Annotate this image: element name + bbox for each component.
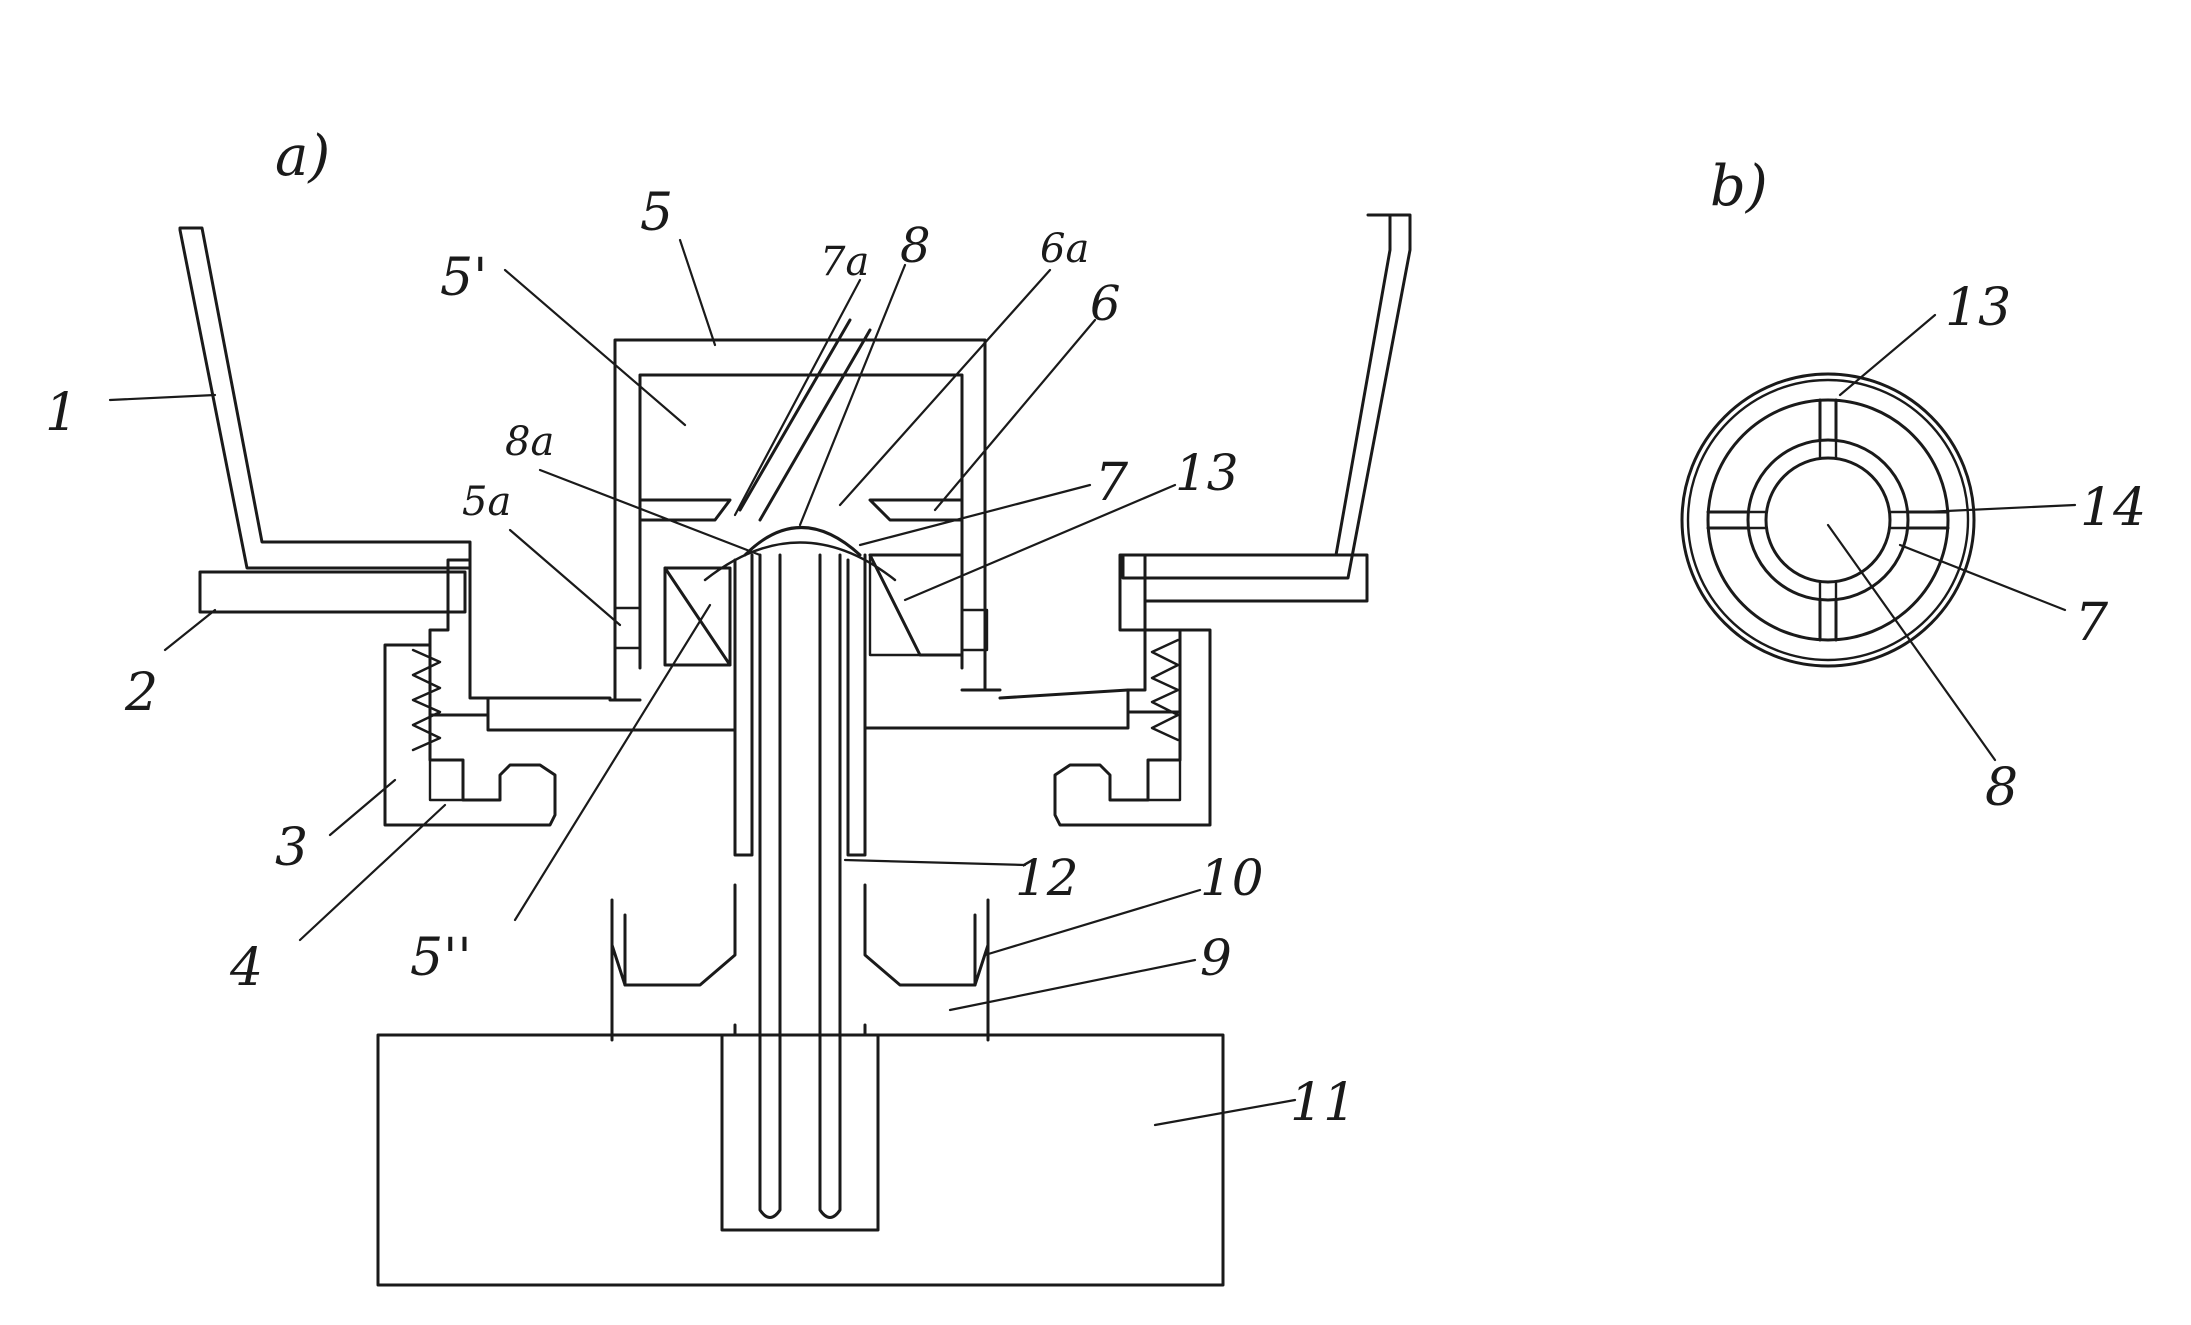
label-7: 7 <box>1095 453 1129 513</box>
label-b-13: 13 <box>1945 278 2011 338</box>
label-5: 5 <box>640 183 673 243</box>
label-9: 9 <box>1200 929 1232 987</box>
label-2: 2 <box>124 663 158 723</box>
label-5a: 5a <box>462 479 511 525</box>
label-b-8: 8 <box>1985 758 2018 818</box>
label-6: 6 <box>1090 276 1121 332</box>
label-4: 4 <box>229 938 263 998</box>
label-5pp: 5'' <box>410 928 472 988</box>
label-b-14: 14 <box>2080 478 2146 538</box>
label-6a: 6a <box>1040 226 1089 272</box>
label-7a: 7a <box>820 239 869 285</box>
label-11: 11 <box>1290 1073 1356 1133</box>
label-13: 13 <box>1175 444 1239 502</box>
label-5p: 5' <box>440 248 487 308</box>
label-10: 10 <box>1200 849 1264 907</box>
label-3: 3 <box>275 818 308 878</box>
label-12: 12 <box>1015 849 1079 907</box>
label-8a: 8a <box>505 419 554 465</box>
label-b-7: 7 <box>2075 593 2109 653</box>
label-1: 1 <box>45 383 78 443</box>
label-8: 8 <box>900 218 931 274</box>
figure-a-caption: a) <box>275 124 330 189</box>
figure-b-caption: b) <box>1710 154 1768 219</box>
